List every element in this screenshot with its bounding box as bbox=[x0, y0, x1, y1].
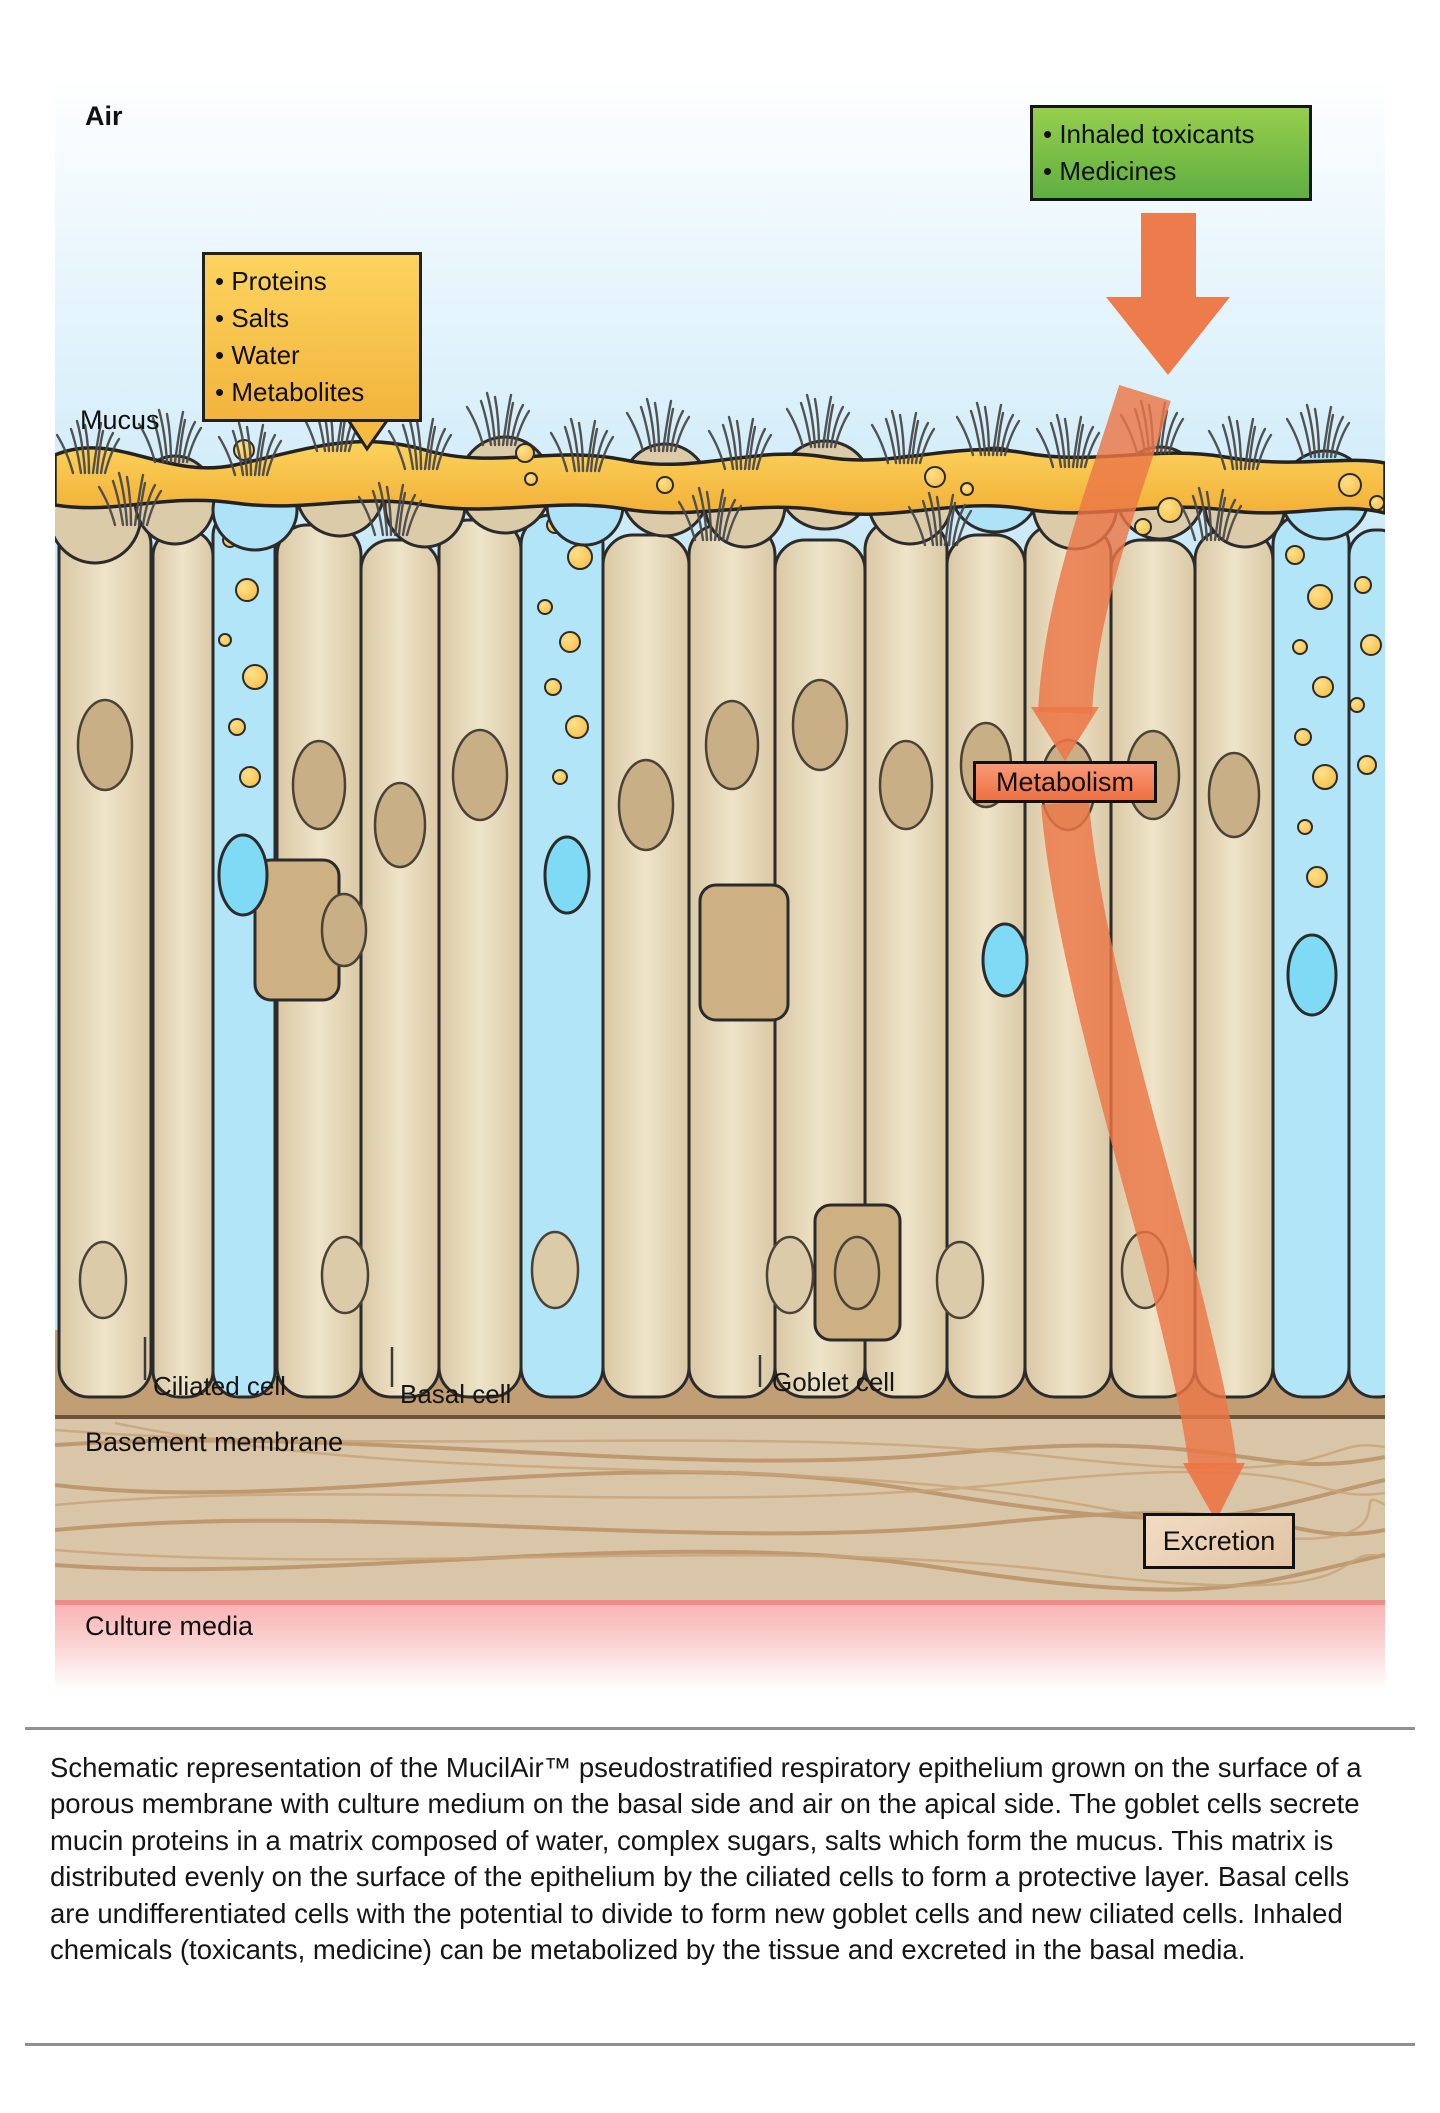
secretion-item: Proteins bbox=[215, 263, 405, 300]
secretion-item: Salts bbox=[215, 300, 405, 337]
culture-media-label: Culture media bbox=[85, 1611, 254, 1641]
secretion-item: Metabolites bbox=[215, 374, 405, 411]
basement-membrane-label: Basement membrane bbox=[85, 1427, 344, 1457]
mucus-composition-box: Proteins Salts Water Metabolites bbox=[202, 252, 422, 422]
air-label: Air bbox=[85, 101, 123, 131]
figure-caption: Schematic representation of the MucilAir… bbox=[50, 1752, 1362, 1966]
goblet-cell-label: Goblet cell bbox=[772, 1367, 895, 1397]
inhaled-item: Inhaled toxicants bbox=[1043, 116, 1295, 153]
inhaled-item: Medicines bbox=[1043, 153, 1295, 190]
epithelium-illustration bbox=[55, 85, 1385, 1690]
divider-bottom bbox=[25, 2043, 1415, 2046]
ciliated-cell-label: Ciliated cell bbox=[153, 1371, 286, 1401]
secretion-item: Water bbox=[215, 337, 405, 374]
excretion-tag: Excretion bbox=[1143, 1513, 1295, 1569]
inhaled-toxicants-box: Inhaled toxicants Medicines bbox=[1030, 105, 1312, 201]
metabolism-tag: Metabolism bbox=[973, 761, 1157, 803]
mucus-label: Mucus bbox=[80, 405, 160, 435]
divider-top bbox=[25, 1727, 1415, 1730]
mucilair-figure: Air Inhaled toxicants Medicines Proteins… bbox=[55, 85, 1385, 1690]
inhalation-arrow bbox=[1106, 213, 1230, 375]
basal-cell-label: Basal cell bbox=[400, 1379, 512, 1409]
